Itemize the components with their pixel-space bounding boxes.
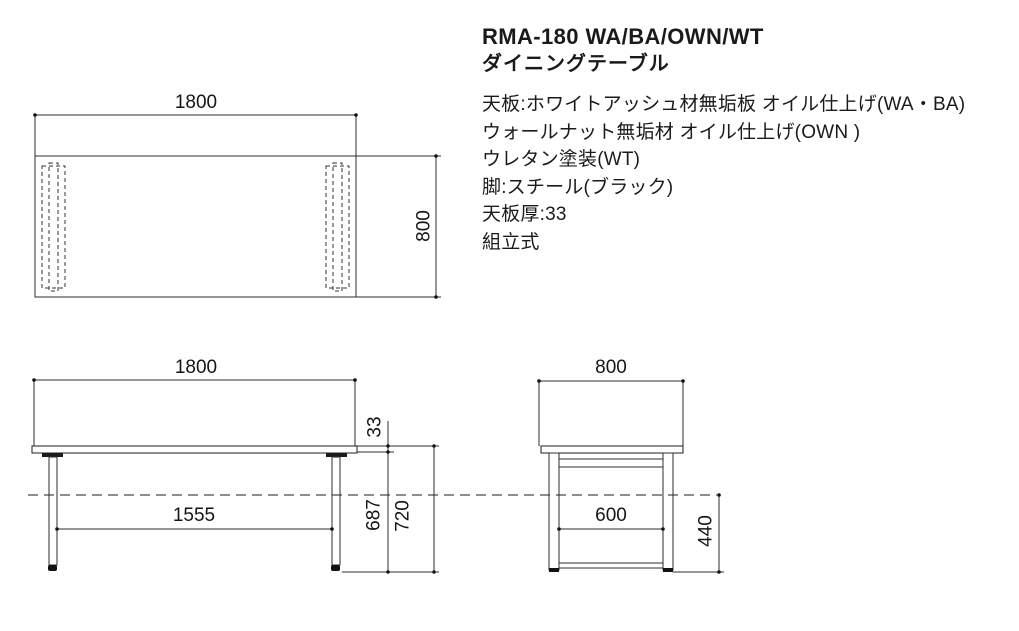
- dim-label-front-width: 1800: [175, 357, 217, 378]
- product-name: ダイニングテーブル: [482, 53, 670, 75]
- top-view-depth-dimension: [356, 154, 441, 299]
- front-view-height-dimensions: [342, 421, 439, 574]
- top-view-drawing: [33, 113, 441, 299]
- dim-label-underside-height: 687: [364, 499, 385, 531]
- side-view-right-leg: [662, 452, 674, 571]
- spec-urethane-option: ウレタン塗装(WT): [482, 149, 641, 171]
- top-view-hidden-right-leg: [325, 162, 350, 292]
- front-view-drawing: [31, 378, 439, 574]
- dim-label-top-depth: 800: [414, 210, 435, 242]
- dim-label-front-inner-span: 1555: [173, 505, 215, 526]
- side-view-lower-height-dimension: [673, 493, 724, 574]
- spec-top-material: 天板:ホワイトアッシュ材無垢板 オイル仕上げ(WA・BA): [482, 94, 966, 115]
- front-view-right-plate: [326, 453, 347, 457]
- front-view-right-leg: [331, 456, 341, 566]
- side-view-upper-rail: [558, 458, 664, 468]
- side-view-left-foot: [549, 568, 559, 572]
- spec-top-thickness: 天板厚:33: [482, 204, 567, 226]
- side-view-right-foot: [663, 568, 673, 572]
- side-view-lower-rail: [558, 562, 664, 569]
- spec-walnut-option: ウォールナット無垢材 オイル仕上げ(OWN ): [482, 121, 861, 143]
- side-view-inner-span-dimension: [557, 527, 665, 531]
- dim-label-total-height: 720: [393, 500, 414, 532]
- dim-label-top-thickness: 33: [365, 416, 386, 437]
- front-view-left-leg: [48, 456, 58, 566]
- product-model: RMA-180 WA/BA/OWN/WT: [482, 24, 764, 49]
- front-view-left-foot: [48, 565, 57, 571]
- dim-label-side-lower-height: 440: [696, 515, 717, 547]
- side-view-depth-dimension: [537, 379, 685, 446]
- dim-label-side-inner-span: 600: [595, 505, 627, 526]
- top-view-hidden-left-leg: [41, 162, 66, 292]
- side-view-drawing: [537, 379, 724, 574]
- top-view-width-dimension: [33, 113, 358, 156]
- front-view-tabletop: [31, 445, 358, 454]
- dim-label-top-width: 1800: [175, 92, 217, 113]
- side-view-left-leg: [548, 452, 560, 571]
- front-view-right-foot: [331, 565, 340, 571]
- side-view-tabletop: [540, 445, 684, 454]
- front-view-left-plate: [42, 453, 63, 457]
- front-view-width-dimension: [32, 378, 357, 446]
- spec-assembly: 組立式: [482, 231, 540, 253]
- product-info: RMA-180 WA/BA/OWN/WT ダイニングテーブル 天板:ホワイトアッ…: [482, 24, 965, 257]
- front-view-inner-span-dimension: [55, 527, 334, 531]
- product-specs: 天板:ホワイトアッシュ材無垢板 オイル仕上げ(WA・BA) ウォールナット無垢材…: [482, 91, 965, 257]
- dim-label-side-depth: 800: [595, 357, 627, 378]
- spec-leg-material: 脚:スチール(ブラック): [482, 176, 674, 198]
- top-view-tabletop-outline: [34, 155, 357, 298]
